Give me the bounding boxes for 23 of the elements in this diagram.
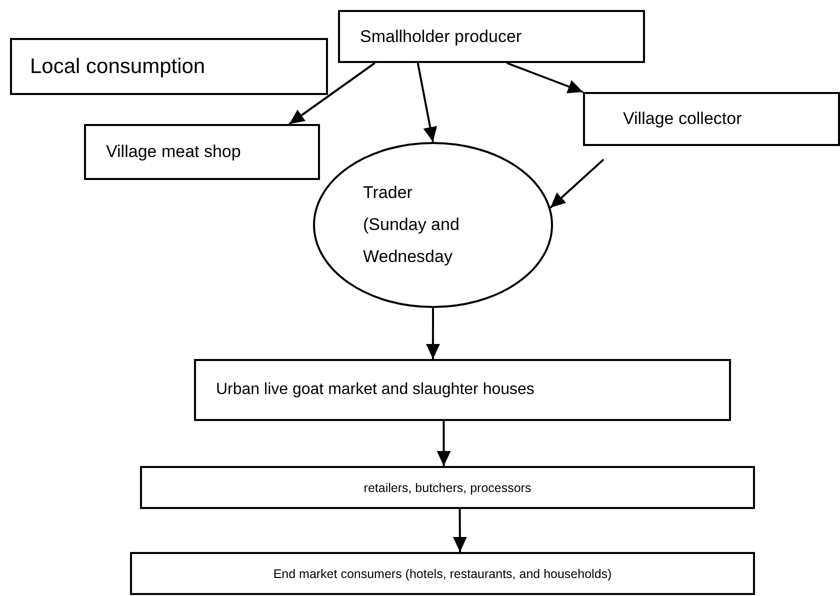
process-box [194, 359, 731, 421]
process-box [140, 466, 755, 509]
node-label: Urban live goat market and slaughter houses [216, 381, 534, 399]
node-label: Local consumption [30, 54, 206, 78]
process-box [130, 552, 755, 595]
arrow [452, 509, 467, 552]
node-label: End market consumers (hotels, restaurants, and households) [273, 566, 612, 580]
node-label: Village collector [623, 109, 742, 129]
process-box [583, 92, 840, 146]
node-label: Smallholder producer [360, 26, 522, 46]
arrow [288, 62, 376, 125]
process-box [10, 38, 328, 95]
node-label: retailers, butchers, processors [364, 480, 532, 494]
process-box [338, 10, 645, 63]
node-label: Trader (Sunday and Wednesday [363, 182, 460, 268]
arrow [436, 421, 451, 466]
arrow [416, 62, 438, 142]
process-box [84, 124, 320, 180]
node-label: Village meat shop [106, 142, 241, 162]
arrow [426, 308, 440, 359]
process-ellipse [313, 142, 553, 308]
arrow [550, 158, 604, 208]
arrow [506, 62, 584, 94]
